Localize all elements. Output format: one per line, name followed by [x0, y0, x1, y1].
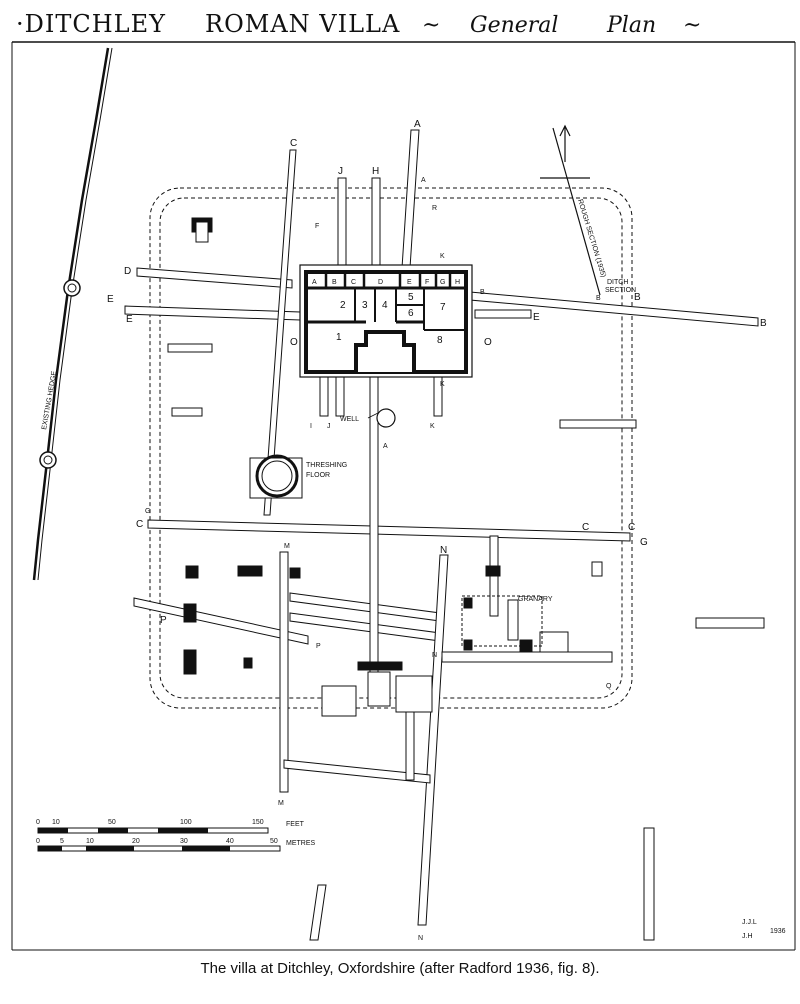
label-j-top: J [338, 166, 343, 177]
label-c-right-2: C [628, 522, 635, 533]
label-c-left: C [136, 519, 143, 530]
room-letter-f: F [425, 279, 429, 286]
title-end-flourish: ~ [683, 13, 701, 38]
signature: J.J.L J.H 1936 [742, 919, 786, 940]
label-a-arrow: A [421, 177, 426, 184]
title-separator: ~ [422, 13, 440, 38]
room-number-7: 7 [440, 302, 446, 313]
label-p-right: P [316, 643, 321, 650]
label-n-mid: N [432, 652, 437, 659]
scale-bars: 0 10 50 100 150 FEET 0 5 10 20 30 40 50 … [36, 819, 316, 852]
label-i: I [310, 423, 312, 430]
room-number-2: 2 [340, 300, 346, 311]
label-q: Q [606, 683, 612, 690]
room-letter-a: A [312, 279, 317, 286]
scale-metres-0: 0 [36, 838, 40, 845]
scale-metres-5: 5 [60, 838, 64, 845]
label-e-right: E [533, 312, 540, 323]
title-lead: ·DITCHLEY [16, 10, 166, 38]
trenches [124, 129, 765, 941]
room-number-5: 5 [408, 292, 414, 303]
label-r: R [432, 205, 437, 212]
label-b-ditch-2: B [634, 292, 641, 303]
north-arrow: ROUGH SECTION (1935) [540, 124, 607, 296]
scale-metres-20: 20 [132, 838, 140, 845]
scale-feet-50: 50 [108, 819, 116, 826]
scale-metres-30: 30 [180, 838, 188, 845]
label-o-left: O [290, 337, 298, 348]
enclosure-ditch [149, 187, 633, 709]
room-number-6: 6 [408, 308, 414, 319]
south-buildings [321, 661, 433, 717]
title-subtitle-plan: Plan [606, 13, 656, 38]
room-number-1: 1 [336, 332, 342, 343]
room-letter-e: E [407, 279, 412, 286]
scale-feet-10: 10 [52, 819, 60, 826]
granary-complex: GRANARY [441, 561, 613, 663]
well: WELL [340, 408, 396, 428]
main-villa: A B C D E F G H 1 2 3 4 5 6 7 8 [299, 264, 473, 378]
site-plan-drawing: ·DITCHLEY ROMAN VILLA ~ General Plan ~ E… [11, 10, 796, 951]
threshing-floor: THRESHING FLOOR [249, 454, 347, 499]
label-a-bottom: A [383, 443, 388, 450]
room-number-4: 4 [382, 300, 388, 311]
scale-metres-50: 50 [270, 838, 278, 845]
label-n-bottom: N [418, 935, 423, 942]
label-k-top: K [440, 253, 445, 260]
ditch-label-1: DITCH [607, 279, 628, 286]
room-letter-h: H [455, 279, 460, 286]
room-letter-c: C [351, 279, 356, 286]
room-letter-b: B [332, 279, 337, 286]
label-e-left-2: E [126, 314, 133, 325]
farm-buildings-west [183, 217, 301, 675]
signature-year: 1936 [770, 928, 786, 935]
label-b-ditch: B [596, 295, 601, 302]
scale-feet-100: 100 [180, 819, 192, 826]
label-e-left: E [107, 294, 114, 305]
room-letter-g: G [440, 279, 445, 286]
label-n-top: N [440, 545, 447, 556]
threshing-label-1: THRESHING [306, 462, 347, 469]
label-k-mid: K [440, 381, 445, 388]
trench-labels: A C J H A R F K D E E B E B B B O O I J … [107, 119, 767, 942]
label-g-right: G [640, 537, 648, 548]
label-h-top: H [372, 166, 379, 177]
label-p-left: P [160, 615, 167, 626]
label-o-right: O [484, 337, 492, 348]
label-g-left: G [145, 508, 150, 515]
ditch-section: DITCH SECTION [605, 279, 636, 294]
granary-label: GRANARY [518, 596, 553, 603]
threshing-label-2: FLOOR [306, 472, 330, 479]
title-subtitle-general: General [470, 13, 558, 38]
label-d: D [124, 266, 131, 277]
signature-initials-1: J.J.L [742, 919, 757, 926]
existing-hedge: EXISTING HEDGE [32, 47, 113, 581]
scale-feet-150: 150 [252, 819, 264, 826]
title-block: ·DITCHLEY ROMAN VILLA ~ General Plan ~ [12, 10, 795, 43]
scale-feet-label: FEET [286, 821, 305, 828]
ditch-label-2: SECTION [605, 287, 636, 294]
label-c-top: C [290, 138, 297, 149]
well-label: WELL [340, 416, 359, 423]
scale-metres-40: 40 [226, 838, 234, 845]
scale-metres-label: METRES [286, 840, 316, 847]
label-f: F [315, 223, 319, 230]
label-b-villa: B [480, 289, 485, 296]
label-c-right: C [582, 522, 589, 533]
signature-initials-2: J.H [742, 933, 753, 940]
label-k-bottom: K [430, 423, 435, 430]
scale-metres-10: 10 [86, 838, 94, 845]
title-main: ROMAN VILLA [205, 10, 400, 38]
label-a-top: A [414, 119, 421, 130]
label-m-top: M [284, 543, 290, 550]
label-j-bottom: J [327, 423, 331, 430]
label-b-right: B [760, 318, 767, 329]
figure-caption: The villa at Ditchley, Oxfordshire (afte… [200, 960, 600, 977]
scale-feet-0: 0 [36, 819, 40, 826]
room-number-3: 3 [362, 300, 368, 311]
room-letter-d: D [378, 279, 383, 286]
room-number-8: 8 [437, 335, 443, 346]
label-m-bottom: M [278, 800, 284, 807]
